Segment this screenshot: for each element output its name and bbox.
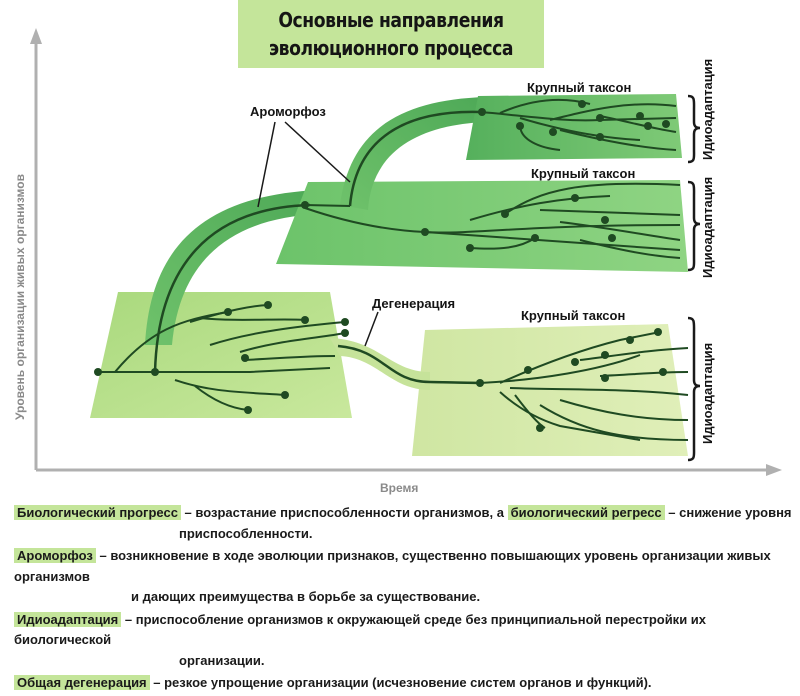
- y-axis-arrow: [30, 28, 42, 44]
- right-nodes: [476, 328, 667, 432]
- def-continuation: и дающих преимущества в борьбе за сущест…: [131, 589, 481, 604]
- def-text: – возрастание приспособленности организм…: [180, 505, 508, 520]
- evolution-diagram: Время Уровень организации живых организм…: [13, 28, 782, 495]
- middle-tree: [304, 182, 681, 259]
- def-text: – приспособление организмов к окружающей…: [14, 611, 707, 648]
- bracket-middle: [687, 180, 701, 272]
- taxon-top-label: Крупный таксон: [527, 80, 631, 95]
- term-idioadaptation: Идиоадаптация: [14, 611, 122, 627]
- definition-degeneration: Общая дегенерация – резкое упрощение орг…: [14, 673, 796, 694]
- top-tree: [479, 98, 677, 151]
- degeneration-leader: [364, 311, 379, 347]
- right-tree: [429, 331, 689, 441]
- aromorphosis-leaders: [257, 121, 351, 208]
- platform-left: [90, 292, 352, 418]
- term-aromorphosis: Ароморфоз: [14, 548, 96, 563]
- idio-bottom-label: Идиоадаптация: [700, 343, 715, 444]
- term-bio-regress: биологический регресс: [507, 505, 665, 520]
- x-axis-arrow: [766, 464, 782, 476]
- taxon-bottom-label: Крупный таксон: [521, 308, 625, 323]
- bracket-bottom: [687, 316, 701, 462]
- def-text-2: – снижение уровня: [664, 505, 792, 520]
- def-text: – резкое упрощение организации (исчезнов…: [149, 675, 652, 690]
- definition-idioadaptation: Идиоадаптация – приспособление организмо…: [14, 610, 796, 672]
- aromorphosis-label: Ароморфоз: [250, 104, 326, 119]
- title-box: Основные направления эволюционного проце…: [238, 0, 544, 68]
- x-axis-label: Время: [380, 481, 418, 495]
- axes: Время Уровень организации живых организм…: [13, 28, 782, 495]
- middle-platform: [276, 180, 688, 272]
- def-text: – возникновение в ходе эволюции признако…: [14, 548, 771, 584]
- left-nodes: [94, 301, 349, 414]
- platform-right: [412, 324, 688, 456]
- title-line-2: эволюционного процесса: [268, 36, 514, 60]
- definition-aromorphosis: Ароморфоз – возникновение в ходе эволюци…: [14, 546, 796, 608]
- term-bio-progress: Биологический прогресс: [14, 505, 181, 520]
- middle-nodes: [301, 194, 616, 252]
- definition-progress: Биологический прогресс – возрастание при…: [14, 503, 796, 544]
- left-tree: [98, 304, 346, 411]
- bracket-top: [687, 94, 701, 164]
- y-axis-label: Уровень организации живых организмов: [13, 174, 27, 420]
- idio-middle-label: Идиоадаптация: [700, 177, 715, 278]
- top-nodes: [478, 100, 670, 141]
- aromorphosis-line-2: [348, 110, 481, 207]
- title-line-1: Основные направления: [278, 8, 504, 32]
- degeneration-label: Дегенерация: [372, 296, 455, 311]
- degeneration-line: [337, 344, 481, 385]
- aromorphosis-arc-2: [340, 97, 485, 210]
- taxon-middle-label: Крупный таксон: [531, 166, 635, 181]
- def-continuation: организации.: [179, 652, 265, 668]
- idio-top-label: Идиоадаптация: [700, 59, 715, 160]
- term-degeneration: Общая дегенерация: [14, 675, 150, 690]
- def-continuation: приспособленности.: [179, 525, 313, 541]
- definitions: Биологический прогресс – возрастание при…: [14, 503, 796, 696]
